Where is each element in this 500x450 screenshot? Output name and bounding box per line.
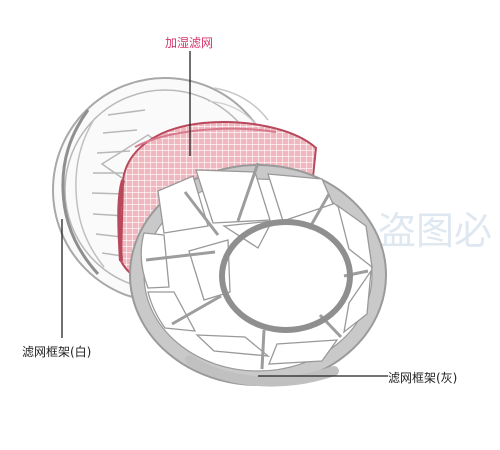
white-frame-label: 滤网框架(白) xyxy=(22,345,92,359)
watermark-text: 盗图必 xyxy=(378,209,492,253)
humidifying-filter-label: 加湿滤网 xyxy=(165,36,214,50)
leader-lines xyxy=(61,51,388,377)
gray-filter-frame xyxy=(129,162,387,387)
gray-frame-label: 滤网框架(灰) xyxy=(388,371,458,385)
